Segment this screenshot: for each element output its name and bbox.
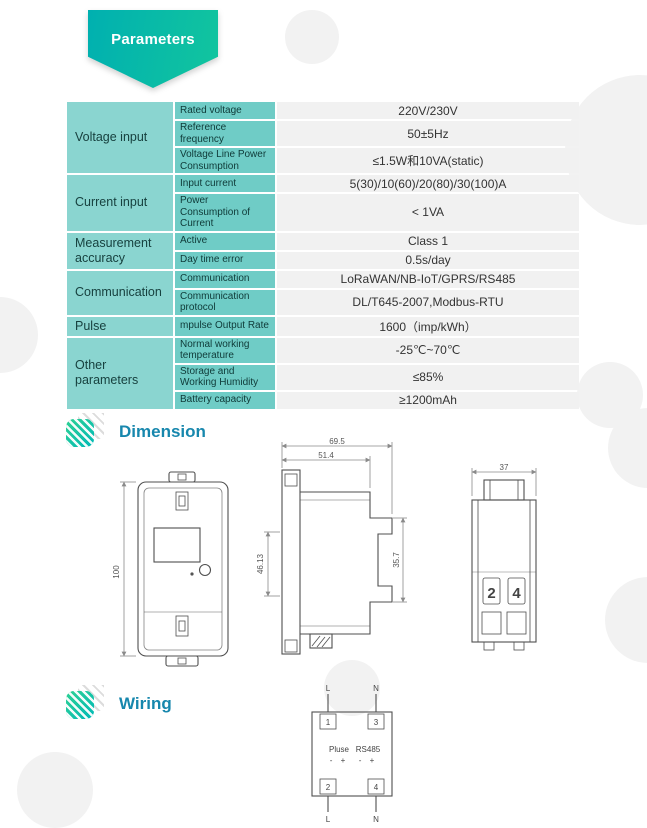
spec-param: Reference frequency (175, 121, 275, 146)
table-row: Pulse mpulse Output Rate 1600（imp/kWh） (67, 316, 579, 336)
wiring-pluse-label: Pluse (329, 745, 350, 754)
spec-param: mpulse Output Rate (175, 316, 275, 336)
table-row: Current input Input current 5(30)/10(60)… (67, 175, 579, 231)
spec-param: Power Consumption of Current (175, 194, 275, 231)
spec-value: LoRaWAN/NB-IoT/GPRS/RS485 (277, 270, 579, 288)
diagonal-stripes-icon (66, 691, 94, 719)
spec-value: 50±5Hz (277, 121, 579, 146)
side-view-drawing: 69.5 51.4 46.13 35.7 (256, 437, 407, 655)
wiring-terminal-3: 3 (374, 718, 379, 727)
diagonal-stripes-icon (66, 413, 106, 448)
spec-value: DL/T645-2007,Modbus-RTU (277, 289, 579, 315)
back-view-drawing: 37 2 4 (471, 463, 537, 651)
dim-label-clip-height: 35.7 (392, 552, 401, 568)
spec-param: Storage and Working Humidity (175, 364, 275, 390)
spec-value: -25℃~70℃ (277, 337, 579, 363)
wiring-rs485-label: RS485 (356, 745, 381, 754)
spec-value: ≤1.5W和10VA(static) (277, 148, 579, 173)
spec-category: Pulse (67, 316, 173, 336)
dimension-title: Dimension (119, 422, 206, 441)
wiring-title: Wiring (119, 694, 172, 713)
dim-label-front-height: 46.13 (256, 553, 265, 574)
spec-value: ≤85% (277, 364, 579, 390)
spec-table: Voltage input Rated voltage 220V/230V Re… (65, 100, 581, 411)
table-row: Other parameters Normal working temperat… (67, 337, 579, 409)
ribbon-title: Parameters (111, 31, 195, 48)
wiring-bottom-left-label: L (326, 815, 331, 824)
spec-param: Communication protocol (175, 289, 275, 315)
back-terminal-4-label: 4 (512, 585, 521, 602)
table-row: Storage and Working Humidity ≤85% (67, 364, 579, 390)
dim-label-total-depth: 69.5 (329, 437, 345, 446)
table-row: Voltage Line Power Consumption ≤1.5W和10V… (67, 148, 579, 173)
spec-category: Measurement accuracy (67, 232, 173, 269)
spec-param: Day time error (175, 251, 275, 269)
spec-param: Voltage Line Power Consumption (175, 148, 275, 173)
table-row: Voltage input Rated voltage 220V/230V (67, 102, 579, 173)
wiring-bottom-right-label: N (373, 815, 379, 824)
spec-category: Current input (67, 175, 173, 231)
dim-label-body-depth: 51.4 (318, 451, 334, 460)
table-row: Day time error 0.5s/day (67, 251, 579, 269)
decorative-circle (285, 10, 339, 64)
spec-param: Normal working temperature (175, 337, 275, 363)
wiring-section-header: Wiring (66, 685, 172, 720)
table-row: Reference frequency 50±5Hz (67, 121, 579, 146)
table-row: Communication Communication LoRaWAN/NB-I… (67, 270, 579, 315)
decorative-circle (324, 660, 380, 716)
wiring-top-left-label: L (326, 684, 331, 693)
diagonal-stripes-icon (66, 419, 94, 447)
spec-value: < 1VA (277, 194, 579, 231)
table-row: Power Consumption of Current < 1VA (67, 194, 579, 231)
wiring-terminal-4: 4 (374, 783, 379, 792)
front-view-drawing: 100 (112, 471, 229, 667)
spec-value: ≥1200mAh (277, 391, 579, 409)
wiring-pluse-polarity: - + (330, 756, 349, 765)
spec-value: 0.5s/day (277, 251, 579, 269)
table-row: Battery capacity ≥1200mAh (67, 391, 579, 409)
spec-param: Input current (175, 175, 275, 192)
spec-param: Battery capacity (175, 391, 275, 409)
wiring-diagram: L N 1 3 Pluse RS485 - + - + 2 4 L N (311, 684, 393, 824)
decorative-circle (17, 752, 93, 828)
decorative-circle (0, 297, 38, 373)
dim-label-height: 100 (112, 565, 121, 579)
dimension-section-header: Dimension (66, 413, 206, 448)
spec-param: Communication (175, 270, 275, 288)
table-row: Communication protocol DL/T645-2007,Modb… (67, 289, 579, 315)
wiring-rs485-polarity: - + (359, 756, 378, 765)
spec-value: 1600（imp/kWh） (277, 316, 579, 336)
spec-value: 5(30)/10(60)/20(80)/30(100)A (277, 175, 579, 192)
wiring-terminal-1: 1 (326, 718, 331, 727)
wiring-top-right-label: N (373, 684, 379, 693)
spec-category: Communication (67, 270, 173, 315)
decorative-circle (605, 577, 647, 663)
spec-category: Other parameters (67, 337, 173, 409)
spec-param: Active (175, 232, 275, 250)
back-terminal-2-label: 2 (487, 585, 495, 602)
spec-category: Voltage input (67, 102, 173, 173)
spec-value: Class 1 (277, 232, 579, 250)
wiring-terminal-2: 2 (326, 783, 331, 792)
table-row: Measurement accuracy Active Class 1 (67, 232, 579, 269)
dim-label-width: 37 (500, 463, 509, 472)
spec-param: Rated voltage (175, 102, 275, 119)
spec-value: 220V/230V (277, 102, 579, 119)
diagonal-stripes-icon (66, 685, 106, 720)
parameters-ribbon: Parameters (88, 10, 218, 88)
